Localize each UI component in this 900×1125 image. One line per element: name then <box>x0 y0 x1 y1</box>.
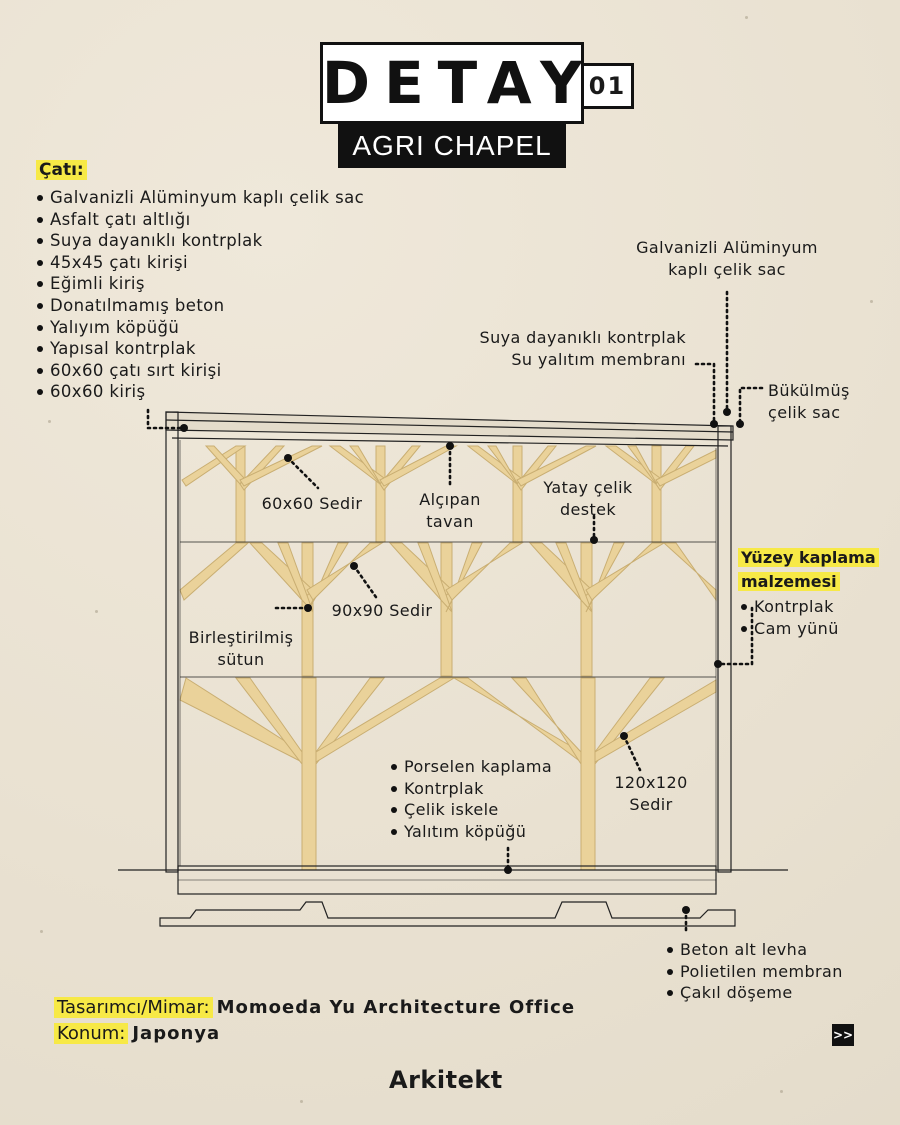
project-title: AGRI CHAPEL <box>338 124 566 168</box>
roof-layer-list: Galvanizli Alüminyum kaplı çelik sac Asf… <box>36 187 364 403</box>
location-label: Konum: <box>54 1023 129 1044</box>
cedar-90-label: 90x90 Sedir <box>331 601 433 620</box>
location-line: Konum:Japonya <box>54 1021 220 1047</box>
roof-heading: Çatı: <box>36 160 87 180</box>
designer-line: Tasarımcı/Mimar:Momoeda Yu Architecture … <box>54 995 575 1021</box>
gypsum-callout: Alçıpan tavan <box>419 490 481 531</box>
surface-layer-list: Kontrplak Cam yünü <box>740 596 839 639</box>
designer-value: Momoeda Yu Architecture Office <box>216 997 576 1018</box>
title-box: DETAY <box>320 42 584 124</box>
list-item: 60x60 kiriş <box>36 381 364 403</box>
list-item: Cam yünü <box>740 618 839 640</box>
cedar-60-label: 60x60 Sedir <box>261 494 363 513</box>
list-item: Beton alt levha <box>666 939 843 961</box>
cedar-120-callout: 120x120 Sedir <box>614 773 688 814</box>
location-value: Japonya <box>132 1023 221 1044</box>
foundation-layer-list: Beton alt levha Polietilen membran Çakıl… <box>666 939 843 1004</box>
list-item: Polietilen membran <box>666 961 843 983</box>
list-item: Yapısal kontrplak <box>36 338 364 360</box>
list-item: Kontrplak <box>740 596 839 618</box>
detail-number: 01 <box>584 63 634 109</box>
list-item: Yalıtım köpüğü <box>390 821 552 843</box>
list-item: Galvanizli Alüminyum kaplı çelik sac <box>36 187 364 209</box>
brand-logo: Arkitekt <box>389 1066 503 1094</box>
plywood-callout: Suya dayanıklı kontrplak Su yalıtım memb… <box>479 328 686 369</box>
list-item: Porselen kaplama <box>390 756 552 778</box>
list-item: Asfalt çatı altlığı <box>36 209 364 231</box>
list-item: Çakıl döşeme <box>666 982 843 1004</box>
list-item: Çelik iskele <box>390 799 552 821</box>
list-item: 60x60 çatı sırt kirişi <box>36 360 364 382</box>
list-item: Donatılmamış beton <box>36 295 364 317</box>
next-button[interactable]: >> <box>832 1024 854 1046</box>
page-title: DETAY <box>321 49 597 117</box>
steel-support-callout: Yatay çelik destek <box>543 478 633 519</box>
list-item: Yalıyım köpüğü <box>36 317 364 339</box>
list-item: 45x45 çatı kirişi <box>36 252 364 274</box>
list-item: Eğimli kiriş <box>36 273 364 295</box>
list-item: Kontrplak <box>390 778 552 800</box>
list-item: Suya dayanıklı kontrplak <box>36 230 364 252</box>
galvanized-callout: Galvanizli Alüminyum kaplı çelik sac <box>636 238 818 279</box>
designer-label: Tasarımcı/Mimar: <box>54 997 213 1018</box>
surface-heading: Yüzey kaplama malzemesi <box>738 546 879 594</box>
leader-dots <box>180 408 744 914</box>
column-callout: Birleştirilmiş sütun <box>188 628 294 669</box>
floor-layer-list: Porselen kaplama Kontrplak Çelik iskele … <box>390 756 552 842</box>
bent-steel-callout: Bükülmüş çelik sac <box>768 381 850 422</box>
wood-frame <box>179 445 717 871</box>
